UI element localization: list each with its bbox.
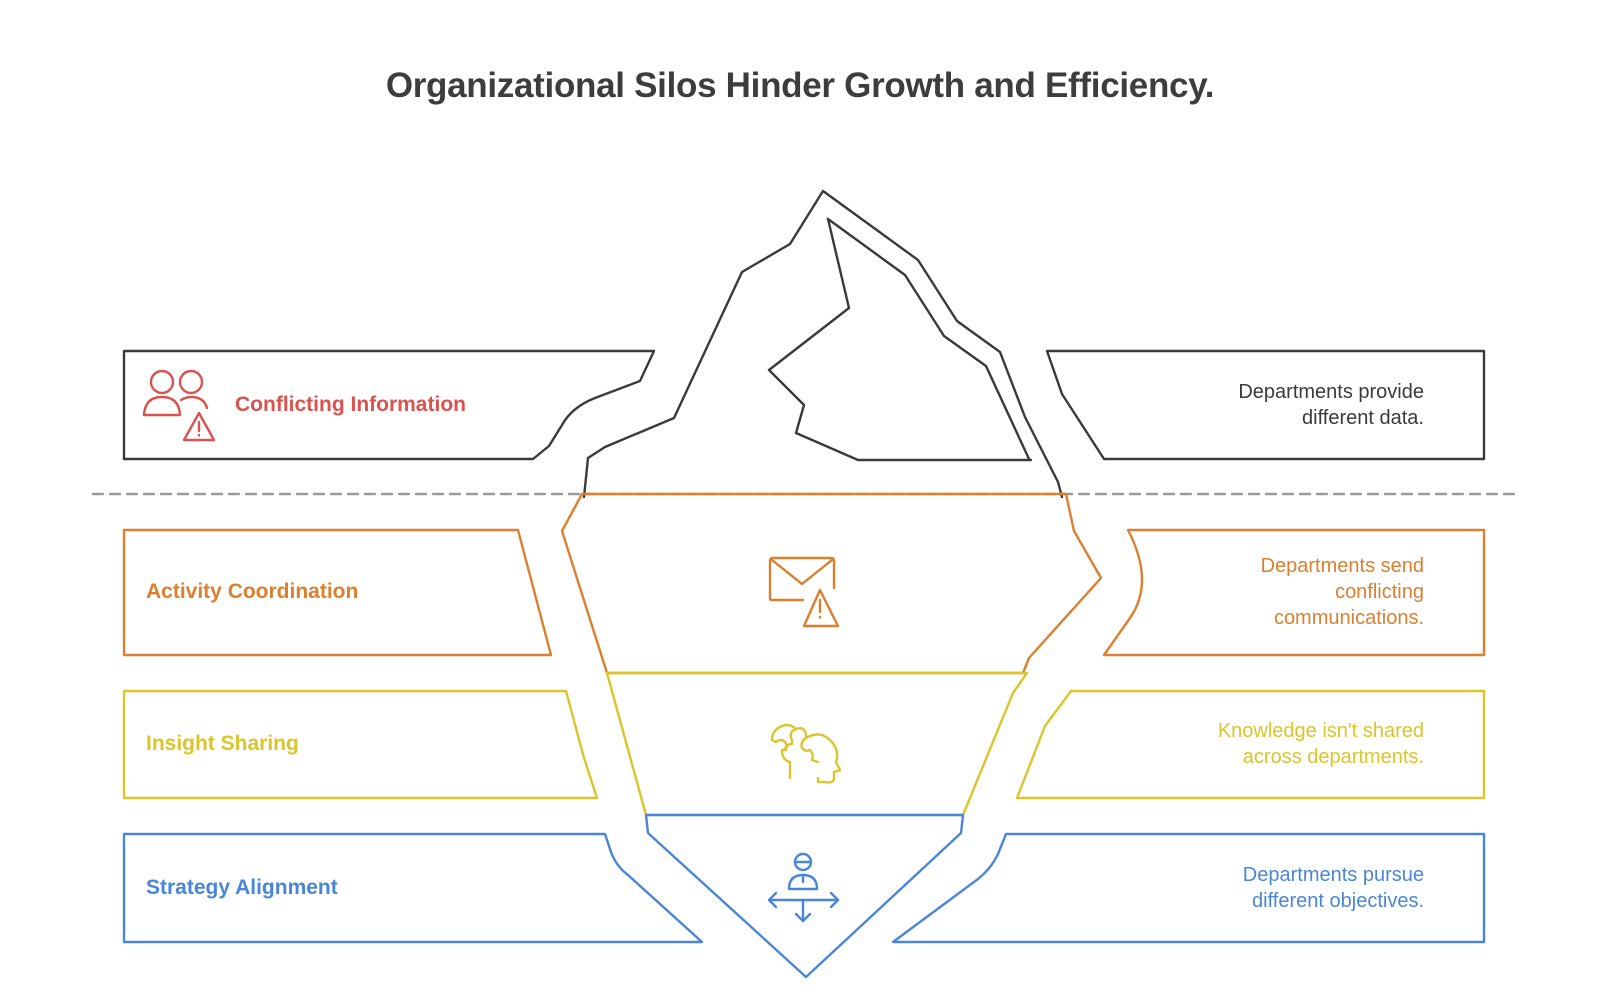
puzzle-head-icon: [770, 723, 842, 784]
conflicting-information-description: Departments provide different data.: [1238, 381, 1424, 429]
iceberg-layer-insight: [605, 671, 1029, 817]
iceberg-facet: [767, 217, 1033, 462]
iceberg-layer-activity: [560, 492, 1103, 675]
insight-sharing-description: Knowledge isn't shared across department…: [1217, 720, 1424, 768]
activity-coordination-box-right: [1102, 528, 1486, 657]
conflicting-information-box-left: [122, 349, 656, 461]
strategy-alignment-shapes: [122, 813, 1486, 979]
activity-coordination-label: Activity Coordination: [146, 580, 359, 603]
insight-sharing-label: Insight Sharing: [146, 732, 299, 755]
strategy-alignment-description: Departments pursue different objectives.: [1242, 864, 1424, 912]
activity-coordination-description: Departments send conflicting communicati…: [1260, 555, 1424, 629]
conflicting-information-label: Conflicting Information: [235, 393, 466, 416]
strategy-alignment-box-right: [891, 832, 1486, 944]
activity-coordination-box-left: [122, 528, 553, 657]
insight-sharing-box-left: [122, 689, 599, 800]
insight-sharing-shapes: [122, 671, 1486, 817]
users-warning-icon: [142, 369, 216, 442]
strategy-alignment-box-left: [122, 832, 704, 944]
iceberg-tip: [582, 189, 1064, 499]
person-directions-icon: [767, 852, 840, 923]
page-title: Organizational Silos Hinder Growth and E…: [385, 66, 1215, 105]
activity-coordination-shapes: [122, 492, 1486, 675]
mail-warning-icon: [768, 556, 840, 628]
strategy-alignment-label: Strategy Alignment: [146, 876, 338, 899]
iceberg-layer-strategy: [644, 813, 965, 979]
insight-sharing-box-right: [1015, 689, 1486, 800]
conflicting-information-box-right: [1045, 349, 1486, 461]
